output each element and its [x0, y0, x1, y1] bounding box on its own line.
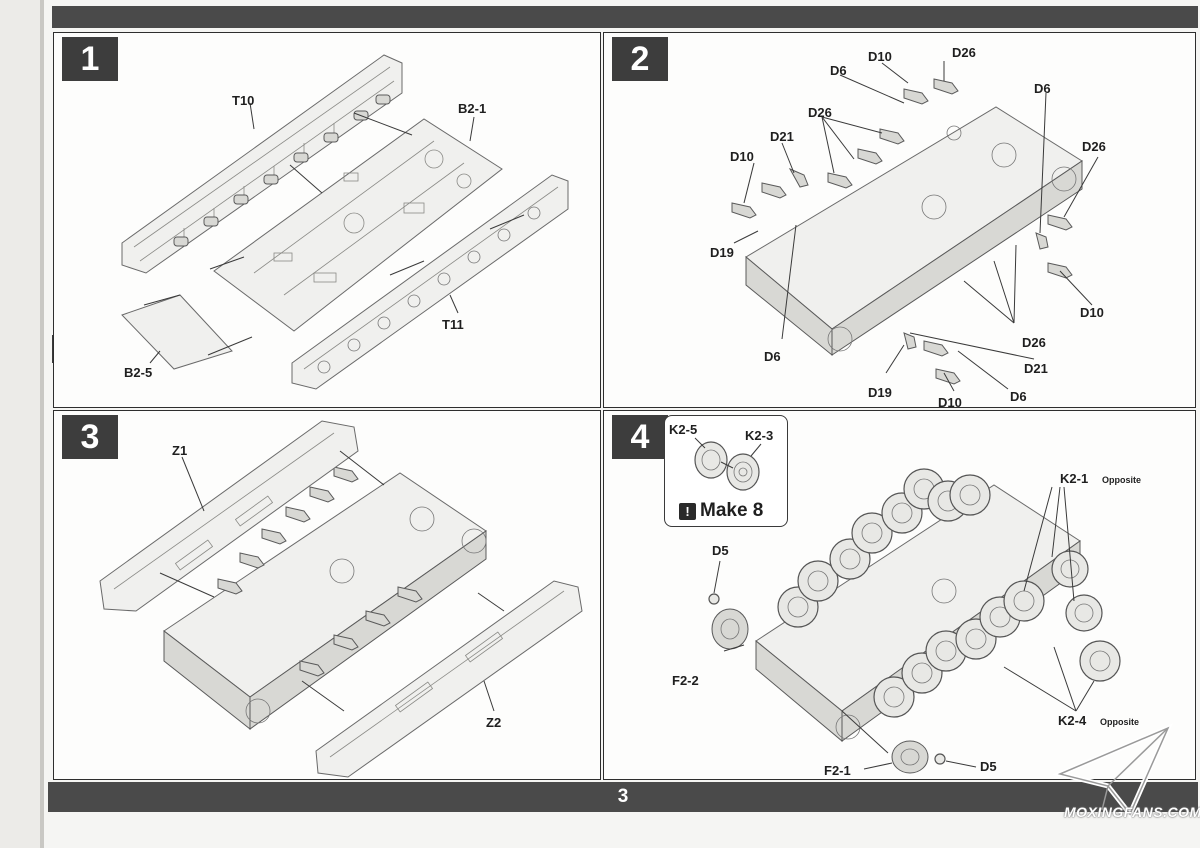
- step-3-panel: 3: [53, 410, 601, 780]
- label-D26: D26: [1022, 335, 1046, 350]
- label-D10: D10: [938, 395, 962, 408]
- paper-plane-icon: [1052, 723, 1173, 819]
- step-number-badge: 3: [62, 415, 118, 459]
- step-2-diagram: D10 D26 D6 D6 D26 D21 D10 D26 D19 D10 D2…: [710, 45, 1106, 408]
- bottom-bar: 3: [48, 782, 1198, 812]
- label-D26: D26: [952, 45, 976, 60]
- label-D21: D21: [770, 129, 794, 144]
- label-D5: D5: [712, 543, 729, 558]
- label-F2-1: F2-1: [824, 763, 851, 778]
- step-number-badge: 1: [62, 37, 118, 81]
- label-D5: D5: [980, 759, 997, 774]
- label-T11: T11: [442, 317, 464, 332]
- step-4-diagram: D5 F2-2 F2-1 D5 K2-1 Opposite K2-4 Oppos…: [672, 468, 1141, 778]
- label-F2-2: F2-2: [672, 673, 699, 688]
- label-D6: D6: [764, 349, 781, 364]
- make-note: ! Make 8: [679, 500, 763, 522]
- label-B2-5: B2-5: [124, 365, 152, 380]
- label-D10: D10: [1080, 305, 1104, 320]
- label-D26: D26: [808, 105, 832, 120]
- label-D6: D6: [1034, 81, 1051, 96]
- label-D21: D21: [1024, 361, 1048, 376]
- make-8-callout: K2-5 K2-3 ! Make 8: [664, 415, 788, 527]
- scan-margin: [0, 0, 40, 848]
- wheel-subassembly-diagram: K2-5 K2-3: [669, 422, 773, 491]
- step-number-badge: 2: [612, 37, 668, 81]
- label-D10: D10: [730, 149, 754, 164]
- step-1-diagram: T10 B2-1 T11 B2-5: [121, 54, 569, 390]
- label-B2-1: B2-1: [458, 101, 486, 116]
- step-3-diagram: Z1 Z2: [99, 420, 583, 778]
- label-D6: D6: [830, 63, 847, 78]
- label-K2-1-note: Opposite: [1102, 475, 1141, 485]
- label-K2-3: K2-3: [745, 428, 773, 443]
- label-D19: D19: [710, 245, 734, 260]
- make-count-text: Make 8: [700, 500, 764, 521]
- label-Z1: Z1: [172, 443, 187, 458]
- exclamation-icon: !: [679, 502, 696, 520]
- step-4-panel: 4 K2-5 K2-3 ! Make 8: [603, 410, 1196, 780]
- label-Z2: Z2: [486, 715, 501, 730]
- top-bar: [52, 6, 1198, 28]
- step-2-panel: 2: [603, 32, 1196, 408]
- watermark-text: MOXINGFANS.COM: [1064, 804, 1200, 820]
- label-D26: D26: [1082, 139, 1106, 154]
- label-D19: D19: [868, 385, 892, 400]
- label-K2-4: K2-4: [1058, 713, 1087, 728]
- step-1-panel: 1: [53, 32, 601, 408]
- label-T10: T10: [232, 93, 254, 108]
- label-K2-5: K2-5: [669, 422, 697, 437]
- label-K2-1: K2-1: [1060, 471, 1088, 486]
- step-number-badge: 4: [612, 415, 668, 459]
- label-K2-4-note: Opposite: [1100, 717, 1139, 727]
- page-edge: [40, 0, 44, 848]
- label-D6: D6: [1010, 389, 1027, 404]
- page-number: 3: [617, 786, 629, 807]
- label-D10: D10: [868, 49, 892, 64]
